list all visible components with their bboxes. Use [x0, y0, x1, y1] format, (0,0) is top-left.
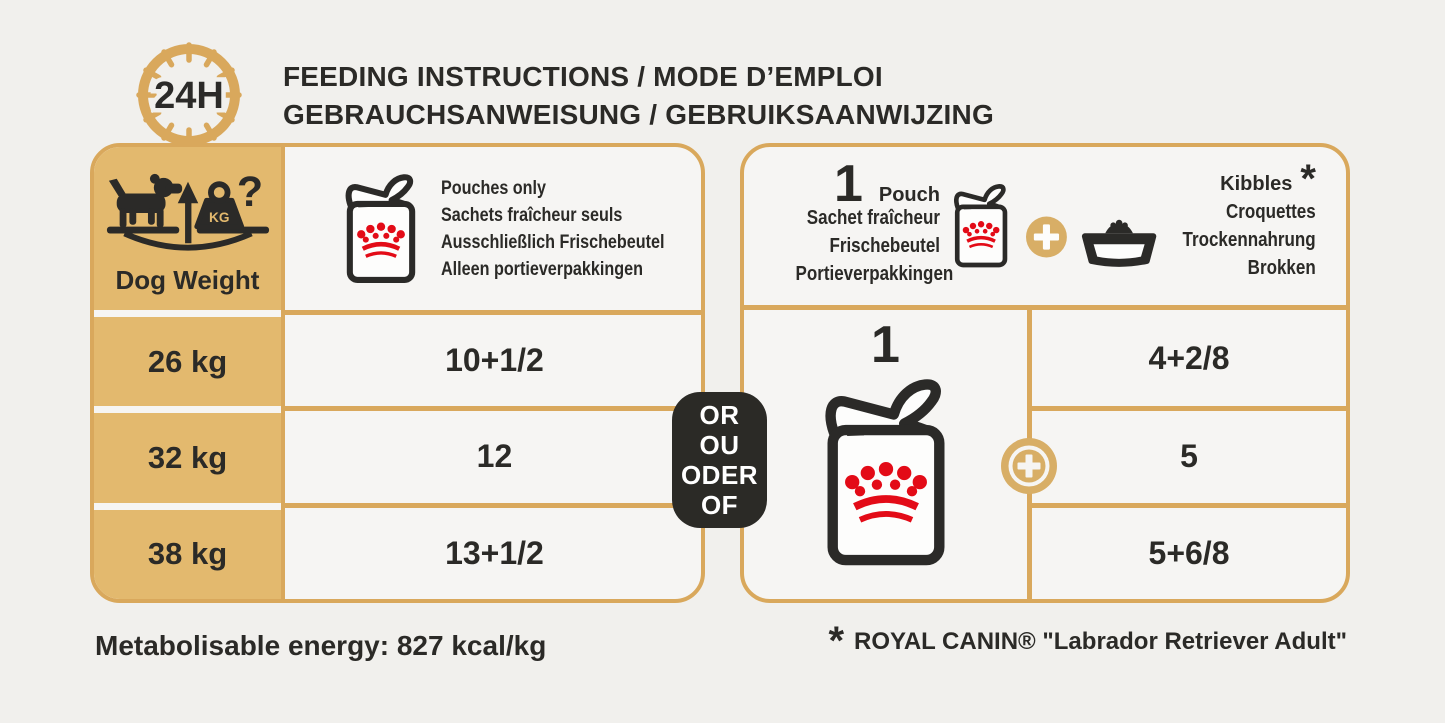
pouch-count-number: 1: [833, 155, 863, 213]
kibbles-line-fr: Croquettes: [1226, 201, 1316, 223]
or-badge-nl: OF: [700, 490, 739, 520]
pouch-plus-kibbles-table: 1 Pouch Sachet fraîcheur Frischebeutel P…: [740, 143, 1350, 603]
page-title-line2: GEBRAUCHSANWEISUNG / GEBRUIKSAANWIJZING: [283, 99, 994, 130]
kibble-value-26kg: 4+2/8: [1027, 310, 1346, 407]
pouches-only-line-de: Ausschließlich Frischebeutel: [441, 231, 665, 253]
weight-cell-38kg: 38 kg: [94, 502, 281, 599]
dog-weight-scale-icon: KG ?: [106, 168, 269, 251]
page-title: FEEDING INSTRUCTIONS / MODE D’EMPLOI GEB…: [283, 58, 994, 134]
or-badge-fr: OU: [699, 430, 740, 460]
pouch-value-38kg: 13+1/2: [281, 502, 701, 599]
pouch-icon: [953, 184, 1008, 268]
metabolisable-energy-note: Metabolisable energy: 827 kcal/kg: [95, 630, 547, 661]
clock-label: 24H: [154, 75, 224, 117]
plus-icon: [1026, 216, 1068, 258]
dog-weight-header-cell: KG ? Dog Weight: [94, 147, 281, 310]
kibbles-line-de: Trockennahrung: [1182, 229, 1316, 251]
pouch-icon: [345, 173, 416, 283]
pouch-line-fr: Sachet fraîcheur: [806, 207, 940, 229]
kibble-value-32kg: 5: [1027, 406, 1346, 503]
asterisk-icon: *: [828, 619, 845, 663]
pouch-count-header: 1 Pouch Sachet fraîcheur Frischebeutel P…: [770, 155, 954, 288]
plus-circle-icon: [1001, 438, 1057, 494]
mixed-feeding-header-cell: 1 Pouch Sachet fraîcheur Frischebeutel P…: [744, 147, 1346, 310]
dog-weight-label: Dog Weight: [115, 265, 260, 295]
or-badge: OR OU ODER OF: [672, 392, 767, 528]
pouch-line-en: Pouch: [878, 184, 940, 206]
bowl-icon: [1081, 219, 1157, 267]
kibbles-line-en: Kibbles: [1220, 173, 1293, 195]
asterisk-icon: *: [1300, 157, 1316, 201]
kg-badge-label: KG: [209, 210, 229, 225]
pouch-icon-large: [824, 379, 944, 566]
page-title-line1: FEEDING INSTRUCTIONS / MODE D’EMPLOI: [283, 61, 883, 92]
pouches-only-header-cell: Pouches only Sachets fraîcheur seuls Aus…: [281, 147, 701, 310]
one-pouch-cell: 1: [744, 310, 1027, 599]
pouch-value-32kg: 12: [281, 406, 701, 503]
kibbles-header: Kibbles * Croquettes Trockennahrung Brok…: [1159, 159, 1316, 282]
brand-footnote: * ROYAL CANIN® "Labrador Retriever Adult…: [828, 619, 1347, 663]
pouches-only-table: KG ? Dog Weight Pouches only Sachets fra…: [90, 143, 705, 603]
brand-footnote-text: ROYAL CANIN® "Labrador Retriever Adult": [854, 628, 1347, 655]
question-mark-icon: ?: [236, 168, 262, 216]
or-badge-en: OR: [699, 400, 740, 430]
pouches-only-line-en: Pouches only: [441, 177, 547, 199]
clock-24h-icon: 24H: [136, 42, 242, 143]
weight-cell-32kg: 32 kg: [94, 406, 281, 503]
kibble-value-38kg: 5+6/8: [1027, 502, 1346, 599]
or-badge-de: ODER: [680, 460, 759, 490]
weight-cell-26kg: 26 kg: [94, 310, 281, 407]
pouch-line-nl: Portieverpakkingen: [795, 263, 954, 285]
kibbles-line-nl: Brokken: [1247, 257, 1316, 279]
pouch-value-26kg: 10+1/2: [281, 310, 701, 407]
pouches-only-line-nl: Alleen portieverpakkingen: [441, 258, 643, 280]
pouches-only-lines: Pouches only Sachets fraîcheur seuls Aus…: [441, 175, 664, 283]
body-pouch-count: 1: [871, 316, 900, 374]
pouch-line-de: Frischebeutel: [829, 235, 940, 257]
pouches-only-line-fr: Sachets fraîcheur seuls: [441, 204, 623, 226]
